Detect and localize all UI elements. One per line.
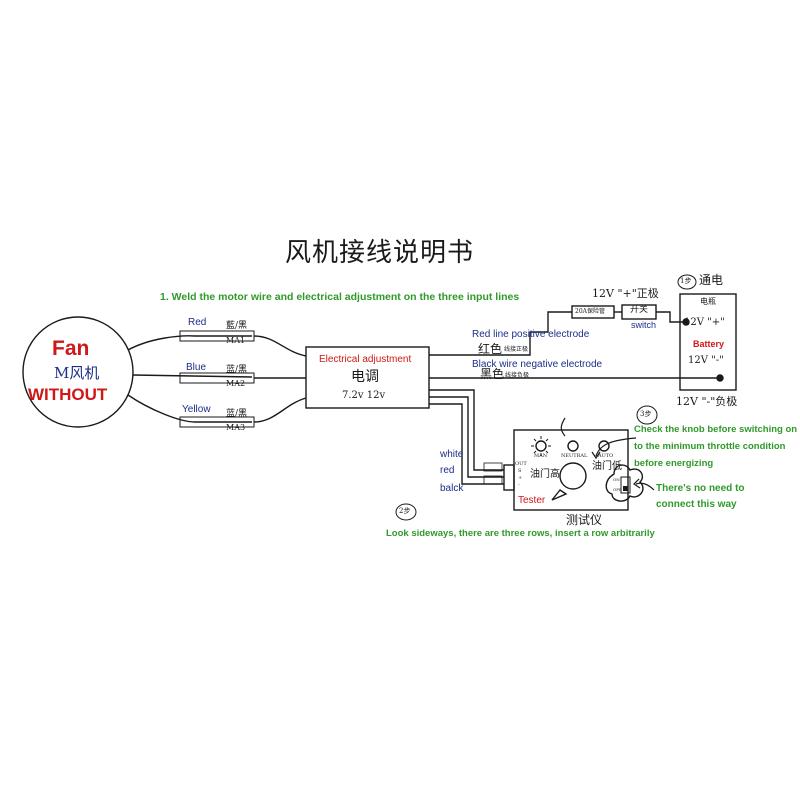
tester-port-s: S bbox=[518, 468, 522, 474]
tester-indicator-man: MAN bbox=[534, 453, 548, 459]
black-wire-label-en: Black wire negative electrode bbox=[472, 359, 603, 370]
wire-color-blue: Blue bbox=[186, 362, 207, 373]
fan-sublabel: M风机 bbox=[54, 364, 100, 382]
black-wire-label-cn: 黑色 bbox=[480, 367, 505, 381]
wire-ma3-esc bbox=[253, 397, 307, 423]
dip-switch-off: OFF bbox=[613, 487, 622, 492]
battery-label-en: Battery bbox=[693, 339, 725, 349]
battery-label-cn: 电瓶 bbox=[700, 297, 716, 306]
esc-label-cn: 电调 bbox=[351, 369, 379, 385]
wire-code-ma3: 蓝/黑 bbox=[226, 409, 248, 419]
fan-note: WITHOUT bbox=[28, 385, 108, 404]
dip-switch-outline bbox=[605, 464, 644, 502]
no-need-line-2: connect this way bbox=[656, 499, 737, 510]
positive-terminal-label: 12V "+"正极 bbox=[592, 287, 659, 300]
signal-wire-white bbox=[429, 389, 504, 471]
tester-port-minus: - bbox=[518, 482, 520, 488]
knob-high-label: 油门高 bbox=[530, 469, 560, 480]
step2-badge-outline bbox=[395, 503, 417, 521]
wire-ma1-esc bbox=[253, 335, 307, 357]
arrow-knob bbox=[560, 417, 566, 437]
red-wire-label-en: Red line positive electrode bbox=[472, 329, 590, 340]
fan-motor-circle bbox=[22, 316, 134, 428]
dip-switch-on: ON bbox=[613, 477, 620, 482]
tester-port-out: OUT bbox=[515, 461, 527, 467]
arrow-step3 bbox=[595, 437, 637, 457]
negative-terminal-label: 12V "-"负极 bbox=[676, 395, 738, 408]
step1-instruction: 1. Weld the motor wire and electrical ad… bbox=[160, 291, 520, 303]
signal-wire-red-label: red bbox=[440, 465, 455, 476]
step3-line-2: to the minimum throttle condition bbox=[634, 441, 786, 452]
wire-id-ma3: MA3 bbox=[226, 423, 246, 432]
step1-label: 通电 bbox=[699, 273, 724, 287]
battery-negative: 12V "-" bbox=[688, 355, 724, 366]
throttle-knob bbox=[559, 462, 587, 490]
red-wire-label-cn: 红色 bbox=[478, 342, 503, 356]
fuse-label: 20A保险管 bbox=[575, 308, 605, 315]
arrow-no-need bbox=[635, 482, 655, 491]
switch-label-en: switch bbox=[631, 320, 657, 330]
battery-box bbox=[679, 293, 737, 391]
step3-badge: 3步 bbox=[640, 410, 652, 418]
wire-id-ma1: MA1 bbox=[226, 336, 246, 345]
signal-wire-white-label: white bbox=[440, 449, 464, 460]
tester-box bbox=[513, 429, 629, 511]
wire-color-yellow: Yellow bbox=[182, 404, 211, 415]
tester-port-plus: + bbox=[518, 475, 523, 481]
step1-badge: 1步 bbox=[680, 277, 692, 285]
knob-low-label: 油门低 bbox=[592, 461, 622, 472]
esc-label-en: Electrical adjustment bbox=[319, 354, 412, 365]
tester-label-en: Tester bbox=[518, 495, 546, 506]
fan-label: Fan bbox=[52, 337, 90, 360]
step3-badge-outline bbox=[636, 405, 658, 425]
step1-badge-outline bbox=[677, 274, 697, 290]
step2-instruction: Look sideways, there are three rows, ins… bbox=[386, 528, 655, 539]
red-positive-wire bbox=[429, 311, 572, 356]
connector-plug bbox=[503, 464, 515, 491]
wire-ma2 bbox=[132, 374, 253, 378]
tester-indicator-auto: AUTO bbox=[598, 453, 614, 459]
battery-positive: 12V "+" bbox=[684, 317, 725, 328]
wire-ma3 bbox=[127, 394, 252, 423]
signal-wire-black bbox=[429, 403, 504, 485]
indicator-auto bbox=[598, 440, 610, 452]
wire-ma1 bbox=[127, 335, 252, 351]
step2-badge: 2步 bbox=[399, 507, 411, 515]
signal-wire-red bbox=[429, 396, 504, 478]
tester-label-cn: 测试仪 bbox=[566, 513, 603, 527]
switch-label-cn: 开关 bbox=[630, 305, 649, 315]
red-wire-label-small: 线接正极 bbox=[504, 346, 529, 353]
wire-color-red: Red bbox=[188, 317, 207, 328]
indicator-man bbox=[535, 440, 547, 452]
step3-line-1: Check the knob before switching on bbox=[634, 424, 798, 435]
step3-line-3: before energizing bbox=[634, 458, 714, 469]
wire-code-ma2: 蓝/黑 bbox=[226, 365, 248, 375]
esc-voltage: 7.2v 12v bbox=[342, 390, 386, 401]
wire-id-ma2: MA2 bbox=[226, 379, 246, 388]
tester-indicator-neutral: NEUTRAL bbox=[561, 453, 588, 459]
indicator-neutral bbox=[567, 440, 579, 452]
no-need-line-1: There's no need to bbox=[656, 483, 745, 494]
page-title: 风机接线说明书 bbox=[285, 238, 475, 268]
black-wire-label-small: 线接负极 bbox=[505, 372, 530, 379]
wire-code-ma1: 藍/黑 bbox=[226, 321, 248, 331]
signal-wire-black-label: balck bbox=[440, 483, 464, 494]
